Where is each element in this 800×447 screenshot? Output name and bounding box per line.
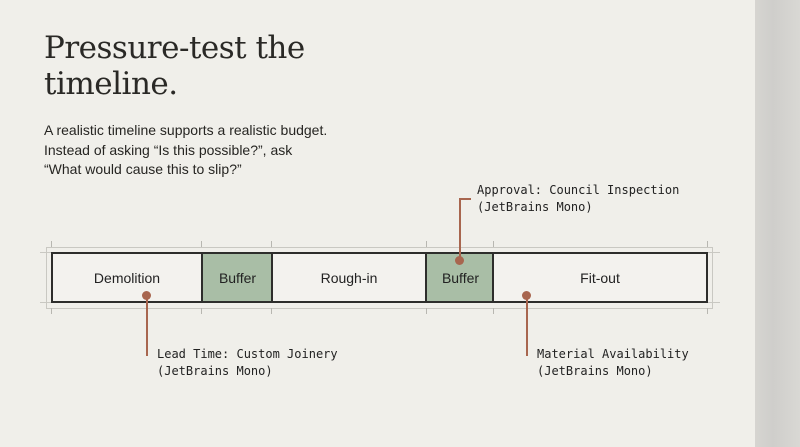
title-line: Pressure-test the bbox=[44, 30, 305, 66]
tick bbox=[201, 241, 202, 247]
tick bbox=[707, 308, 708, 314]
annotation-title: Approval: Council Inspection bbox=[477, 183, 680, 197]
slide-title: Pressure-test the timeline. bbox=[44, 30, 305, 102]
timeline-frame bbox=[46, 247, 713, 309]
tick bbox=[51, 241, 52, 247]
annotation-subtitle: (JetBrains Mono) bbox=[537, 364, 653, 378]
risk-marker bbox=[142, 291, 151, 300]
segment-demolition: Demolition bbox=[51, 252, 203, 303]
tick bbox=[493, 241, 494, 247]
leader-line bbox=[459, 198, 461, 260]
tick bbox=[201, 308, 202, 314]
tick bbox=[426, 241, 427, 247]
annotation-lead-time: Lead Time: Custom Joinery (JetBrains Mon… bbox=[157, 346, 338, 380]
slide-body: A realistic timeline supports a realisti… bbox=[44, 121, 327, 180]
annotation-title: Material Availability bbox=[537, 347, 689, 361]
leader-line bbox=[526, 296, 528, 356]
annotation-material: Material Availability (JetBrains Mono) bbox=[537, 346, 689, 380]
risk-marker bbox=[522, 291, 531, 300]
leader-line bbox=[146, 296, 148, 356]
segment-label: Buffer bbox=[441, 269, 480, 286]
segment-label: Demolition bbox=[93, 269, 161, 286]
body-line: “What would cause this to slip?” bbox=[44, 161, 242, 177]
leader-line bbox=[459, 198, 471, 200]
tick bbox=[493, 308, 494, 314]
body-line: A realistic timeline supports a realisti… bbox=[44, 122, 328, 138]
tick bbox=[51, 308, 52, 314]
segment-label: Fit-out bbox=[580, 269, 620, 286]
body-line: Instead of asking “Is this possible?”, a… bbox=[44, 141, 293, 158]
tick bbox=[271, 241, 272, 247]
annotation-subtitle: (JetBrains Mono) bbox=[157, 364, 273, 378]
tick bbox=[707, 241, 708, 247]
segment-rough-in: Rough-in bbox=[271, 252, 427, 303]
annotation-title: Lead Time: Custom Joinery bbox=[157, 347, 338, 361]
title-line: timeline. bbox=[44, 66, 178, 102]
segment-label: Rough-in bbox=[320, 269, 378, 286]
segment-label: Buffer bbox=[218, 269, 257, 286]
annotation-approval: Approval: Council Inspection (JetBrains … bbox=[477, 182, 679, 216]
risk-marker bbox=[455, 256, 464, 265]
tick bbox=[426, 308, 427, 314]
annotation-subtitle: (JetBrains Mono) bbox=[477, 200, 593, 214]
segment-buffer-1: Buffer bbox=[203, 252, 272, 303]
background-edge bbox=[755, 0, 800, 447]
tick bbox=[271, 308, 272, 314]
